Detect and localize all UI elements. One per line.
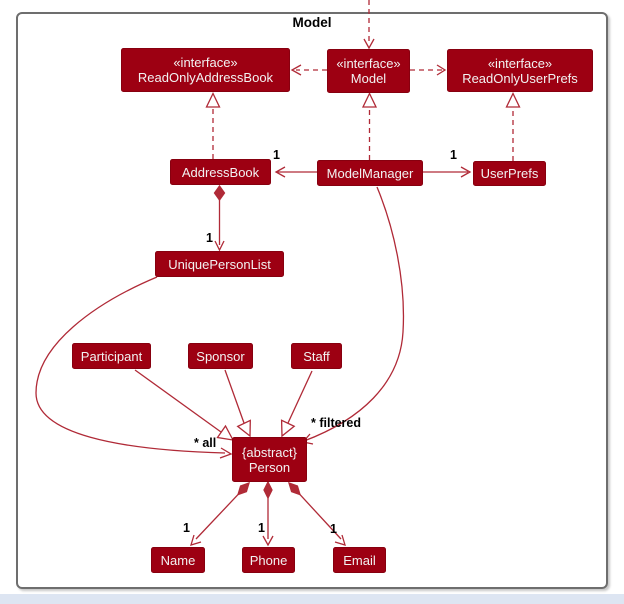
class-label: Participant [80,348,143,364]
class-email: Email [333,547,386,573]
class-model-interface: «interface»Model [327,49,410,93]
mult-person-name: 1 [183,521,190,535]
class-label: «interface» [487,55,553,71]
class-readonly-address-book: «interface»ReadOnlyAddressBook [121,48,290,92]
class-label: Staff [303,348,330,364]
class-label: ReadOnlyAddressBook [137,70,274,85]
bottom-strip [0,594,624,604]
class-label: «interface» [173,55,238,70]
class-participant: Participant [72,343,151,369]
class-address-book: AddressBook [170,159,271,185]
class-staff: Staff [291,343,342,369]
label-filtered: * filtered [311,416,362,430]
class-model-manager: ModelManager [317,160,423,186]
class-label: Person [248,459,291,475]
class-label: Sponsor [196,348,245,364]
class-readonly-user-prefs: «interface»ReadOnlyUserPrefs [447,49,593,92]
class-label: Phone [249,552,288,568]
mult-person-email: 1 [330,522,337,536]
mult-modelmanager-userprefs: 1 [450,148,457,162]
model-package-frame [16,12,608,589]
class-phone: Phone [242,547,295,573]
class-person: {abstract}Person [232,437,307,482]
class-sponsor: Sponsor [188,343,253,369]
class-label: Name [160,552,196,568]
class-label: «interface» [336,56,401,71]
mult-addressbook-uniquepersonlist: 1 [206,231,213,245]
class-unique-person-list: UniquePersonList [155,251,284,277]
class-user-prefs: UserPrefs [473,161,546,186]
class-label: Email [343,552,376,568]
class-label: UserPrefs [480,166,539,181]
class-label: ModelManager [326,165,414,181]
class-label: {abstract} [242,444,297,460]
frame-title: Model [292,15,332,30]
class-name: Name [151,547,205,573]
class-label: ReadOnlyUserPrefs [462,70,578,86]
label-all: * all [194,436,217,450]
class-label: AddressBook [181,164,260,180]
class-label: Model [350,71,387,86]
mult-person-phone: 1 [258,521,265,535]
mult-modelmanager-addressbook: 1 [273,148,280,162]
class-label: UniquePersonList [168,256,271,272]
